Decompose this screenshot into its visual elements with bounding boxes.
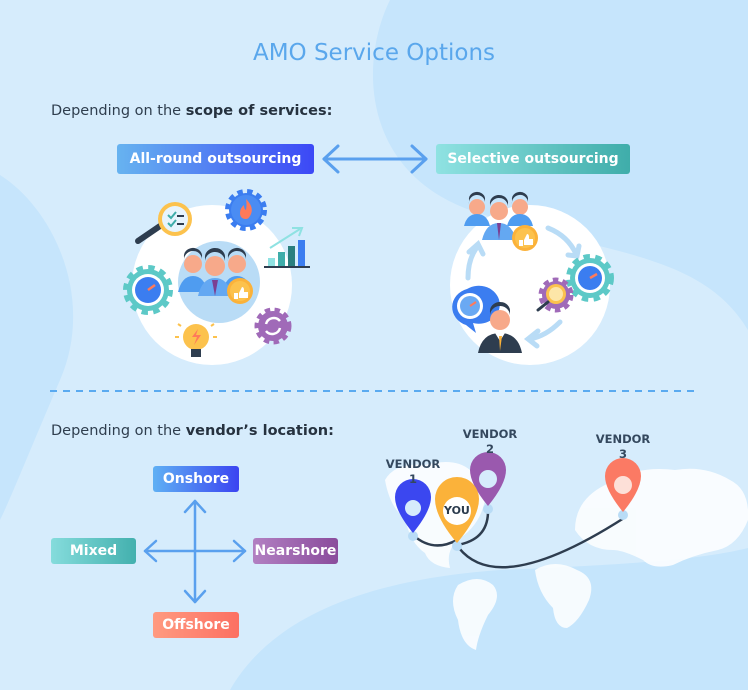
selective-illustration — [450, 191, 614, 365]
you-label: YOU — [444, 504, 470, 517]
onshore-label: Onshore — [162, 471, 230, 487]
selective-outsourcing-badge: Selective outsourcing — [436, 144, 630, 174]
lightbulb-icon — [175, 323, 217, 357]
manager-icon — [478, 301, 522, 353]
vendor-1-pin-icon — [395, 479, 431, 541]
magnifier-checklist-icon — [135, 202, 192, 244]
gear-refresh-icon — [254, 307, 292, 345]
page-title: AMO Service Options — [252, 40, 496, 66]
vendor-1-label-line1: VENDOR — [385, 457, 441, 471]
speech-bubble-speedometer-icon — [452, 285, 500, 333]
selective-outsourcing-label: Selective outsourcing — [447, 151, 619, 167]
location-heading-prefix: Depending on the — [51, 423, 186, 439]
cycle-arrows-icon — [465, 225, 582, 349]
gear-flame-icon — [225, 189, 267, 231]
double-arrow-icon — [322, 144, 428, 174]
all-round-outsourcing-label: All-round outsourcing — [129, 151, 302, 167]
nearshore-badge: Nearshore — [253, 538, 338, 564]
thumbs-up-badge-icon — [227, 278, 253, 304]
all-round-outsourcing-badge: All-round outsourcing — [117, 144, 314, 174]
four-way-arrow-icon — [143, 499, 247, 604]
nearshore-label: Nearshore — [254, 543, 337, 559]
vendor-3-label-line1: VENDOR — [595, 432, 651, 446]
vendor-2-label-line1: VENDOR — [462, 427, 518, 441]
location-heading: Depending on the vendor’s location: — [51, 423, 334, 439]
gear-speedometer-icon — [566, 254, 614, 302]
mixed-label: Mixed — [69, 543, 118, 559]
location-heading-emphasis: vendor’s location: — [185, 423, 334, 439]
vendor-2-pin-icon — [470, 452, 506, 514]
bg-blob-bottom — [230, 548, 748, 690]
all-round-illustration — [123, 189, 310, 365]
thumbs-up-badge-icon — [512, 225, 538, 251]
offshore-label: Offshore — [162, 617, 230, 633]
onshore-badge: Onshore — [153, 466, 239, 492]
vendor-2-label-line2: 2 — [485, 442, 494, 456]
offshore-badge: Offshore — [153, 612, 239, 638]
gear-magnifier-icon — [536, 277, 574, 313]
gear-speedometer-icon — [123, 265, 173, 315]
scope-heading-prefix: Depending on the — [51, 103, 186, 119]
team-icon — [464, 191, 533, 240]
mixed-badge: Mixed — [51, 538, 136, 564]
scope-heading: Depending on the scope of services: — [51, 103, 332, 119]
bg-blob-left — [0, 175, 74, 520]
vendor-1-label-line2: 1 — [408, 472, 417, 486]
vendor-3-pin-icon — [605, 458, 641, 520]
scope-heading-emphasis: scope of services: — [185, 103, 333, 119]
vendor-3-label-line2: 3 — [618, 447, 627, 461]
you-pin-icon — [435, 477, 479, 551]
growth-chart-icon — [264, 227, 310, 268]
